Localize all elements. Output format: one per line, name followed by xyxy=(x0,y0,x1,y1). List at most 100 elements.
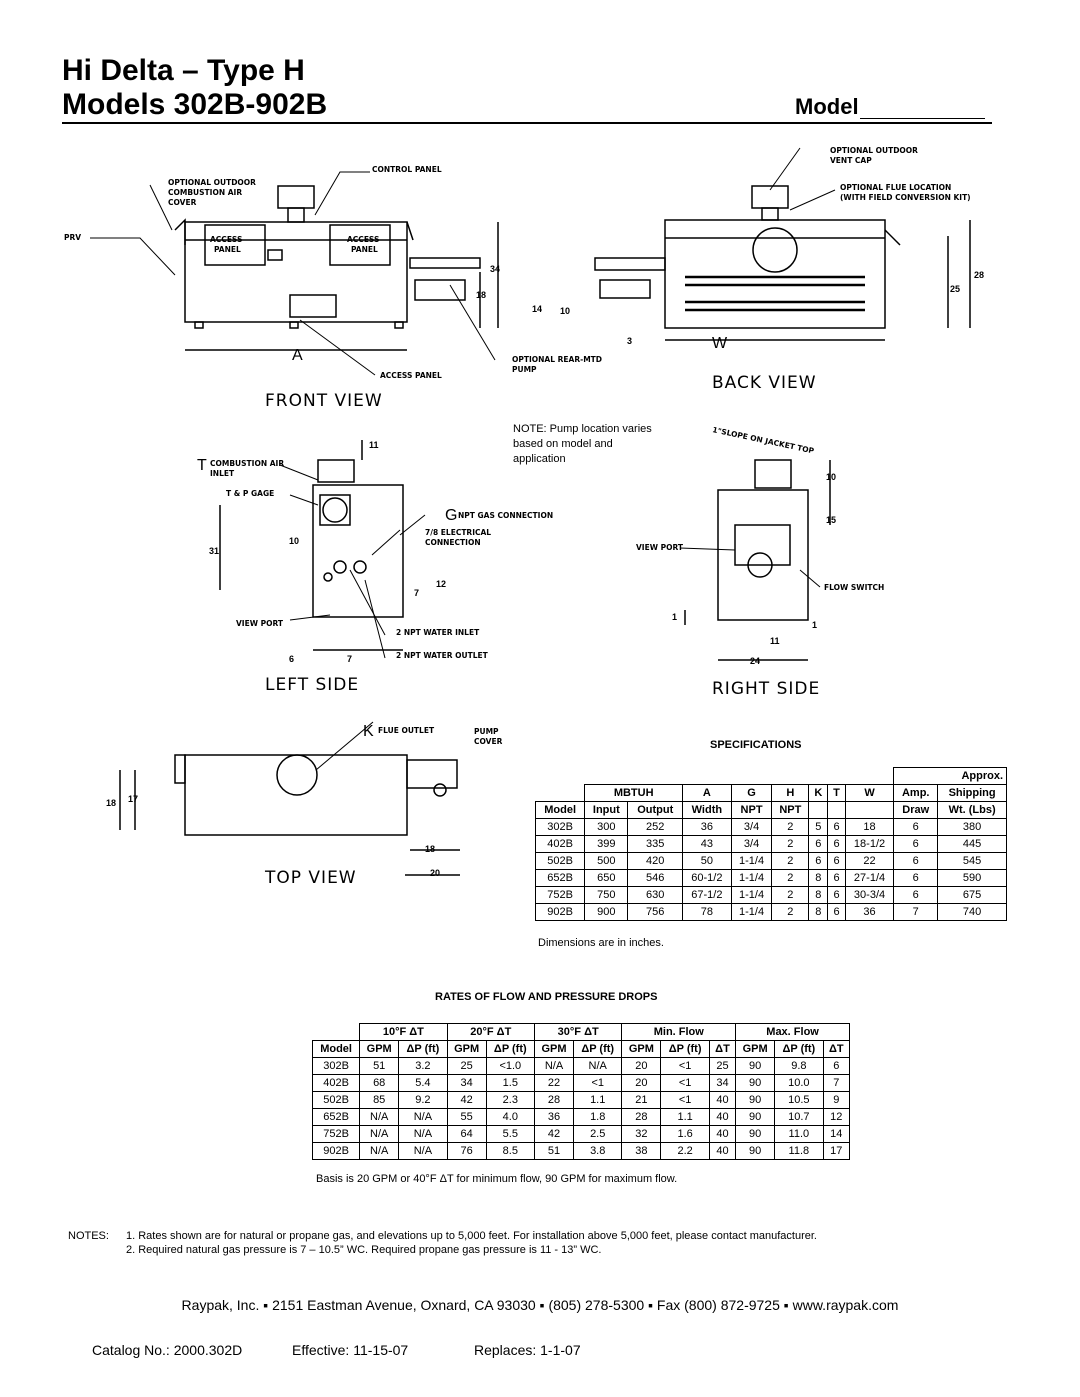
dim-25: 25 xyxy=(950,284,960,294)
spec-cell: 18 xyxy=(844,818,895,836)
label-npt-gas: NPT GAS CONNECTION xyxy=(458,511,553,520)
spec-cell: 420 xyxy=(627,852,684,870)
spec-cell: 78 xyxy=(682,903,732,921)
spec-cell: 399 xyxy=(584,835,629,853)
spec-cell: 546 xyxy=(627,869,684,887)
flow-group-header: Max. Flow xyxy=(735,1023,850,1041)
flow-group-header: Min. Flow xyxy=(621,1023,737,1041)
flow-cell: N/A xyxy=(359,1142,400,1160)
dim-g: G xyxy=(445,507,457,524)
flow-cell: 6 xyxy=(822,1057,851,1075)
flow-cell: <1 xyxy=(660,1091,710,1109)
spec-cell: 50 xyxy=(682,852,732,870)
flow-cell: 90 xyxy=(735,1142,776,1160)
flow-cell: 11.0 xyxy=(774,1125,824,1143)
dim-18-top: 18 xyxy=(106,798,116,808)
flow-cell: 68 xyxy=(359,1074,400,1092)
spec-col-k: K xyxy=(808,784,829,802)
left-side-drawing xyxy=(219,440,404,651)
flow-cell: 9 xyxy=(822,1091,851,1109)
spec-col-a: A xyxy=(682,784,732,802)
dim-a: A xyxy=(292,347,303,364)
spec-approx-header: Approx. xyxy=(893,767,1007,785)
spec-col-amp: Amp. xyxy=(893,784,939,802)
label-view-port-left: VIEW PORT xyxy=(236,619,284,628)
spec-cell: 740 xyxy=(937,903,1007,921)
spec-cell: 3/4 xyxy=(730,818,773,836)
label-optional-rear-pump: OPTIONAL REAR-MTD xyxy=(512,355,602,364)
flow-cell: 20 xyxy=(621,1074,662,1092)
dim-10-left: 10 xyxy=(289,536,299,546)
dim-1-right: 1 xyxy=(812,620,817,630)
label-control-panel: CONTROL PANEL xyxy=(372,165,442,174)
flow-cell: 20 xyxy=(621,1057,662,1075)
flow-cell: 2.2 xyxy=(660,1142,710,1160)
dim-14: 14 xyxy=(532,304,542,314)
flow-cell: 28 xyxy=(533,1091,575,1109)
note-2: 2. Required natural gas pressure is 7 – … xyxy=(126,1244,602,1256)
spec-subheader: Model xyxy=(534,801,586,819)
catalog-info: Catalog No.: 2000.302D Effective: 11-15-… xyxy=(92,1342,581,1358)
dim-6: 6 xyxy=(289,654,294,664)
spec-cell: 6 xyxy=(827,835,846,853)
spec-subheader: NPT xyxy=(771,801,810,819)
spec-cell: 1-1/4 xyxy=(730,903,773,921)
flow-cell: <1 xyxy=(660,1057,710,1075)
label-flue-outlet: FLUE OUTLET xyxy=(378,726,435,735)
dim-3: 3 xyxy=(627,336,632,346)
label-access-2: ACCESS xyxy=(347,235,379,244)
footer-address: Raypak, Inc. ▪ 2151 Eastman Avenue, Oxna… xyxy=(181,1297,899,1313)
flow-cell: 76 xyxy=(446,1142,487,1160)
flow-subheader: GPM xyxy=(735,1040,776,1058)
model-label: Model xyxy=(795,94,859,119)
label-optional-outdoor: OPTIONAL OUTDOOR xyxy=(168,178,256,187)
right-side-drawing xyxy=(684,459,831,661)
dim-11-right: 11 xyxy=(770,636,780,646)
flow-cell: 40 xyxy=(708,1125,737,1143)
label-cover: COVER xyxy=(168,198,197,207)
spec-cell: 36 xyxy=(682,818,732,836)
flow-cell: 90 xyxy=(735,1091,776,1109)
flow-cell: 2.5 xyxy=(573,1125,623,1143)
pump-note: NOTE: Pump location varies based on mode… xyxy=(513,423,652,465)
flow-cell: 25 xyxy=(446,1057,487,1075)
flow-subheader: ΔP (ft) xyxy=(774,1040,824,1058)
flow-cell: 32 xyxy=(621,1125,662,1143)
label-vent-cap: VENT CAP xyxy=(830,156,872,165)
flow-group-header: 10°F ΔT xyxy=(359,1023,448,1041)
spec-cell: 18-1/2 xyxy=(844,835,895,853)
dim-24: 24 xyxy=(750,656,760,666)
front-view-title: FRONT VIEW xyxy=(265,391,383,411)
spec-subheader: Input xyxy=(584,801,629,819)
spec-cell: 675 xyxy=(937,886,1007,904)
spec-cell: 30-3/4 xyxy=(844,886,895,904)
flow-cell: 1.6 xyxy=(660,1125,710,1143)
spec-subheader xyxy=(844,801,895,819)
flow-cell: 34 xyxy=(708,1074,737,1092)
spec-cell: 902B xyxy=(534,903,586,921)
flow-subheader: ΔP (ft) xyxy=(485,1040,536,1058)
label-panel-1: PANEL xyxy=(214,245,241,254)
top-view-title: TOP VIEW xyxy=(264,868,357,888)
dim-18: 18 xyxy=(476,290,486,300)
spec-subheader: NPT xyxy=(730,801,773,819)
spec-cell: 252 xyxy=(627,818,684,836)
flow-subheader: ΔT xyxy=(822,1040,851,1058)
spec-cell: 60-1/2 xyxy=(682,869,732,887)
flow-cell: N/A xyxy=(398,1142,448,1160)
flow-cell: 1.5 xyxy=(485,1074,536,1092)
spec-cell: 300 xyxy=(584,818,629,836)
specifications-title: SPECIFICATIONS xyxy=(710,739,802,751)
flow-cell: 90 xyxy=(735,1074,776,1092)
label-prv: PRV xyxy=(64,233,81,242)
header-rule xyxy=(62,122,992,124)
label-combustion-air: COMBUSTION AIR xyxy=(168,188,242,197)
flow-cell: 4.0 xyxy=(485,1108,536,1126)
flow-cell: 10.7 xyxy=(774,1108,824,1126)
dim-18-top-right: 18 xyxy=(425,844,435,854)
flow-cell: 1.8 xyxy=(573,1108,623,1126)
spec-cell: 6 xyxy=(827,852,846,870)
